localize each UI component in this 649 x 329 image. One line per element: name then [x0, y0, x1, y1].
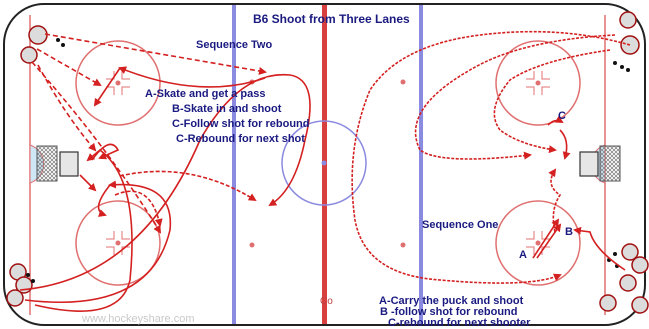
marker-label-c: C	[558, 110, 566, 122]
faceoff-circle-left-top	[75, 40, 161, 126]
sequence-two-step: B-Skate in and shoot	[172, 103, 282, 115]
goal-net-right	[599, 145, 621, 182]
marker-label-b: B	[565, 226, 573, 238]
diagram-title: B6 Shoot from Three Lanes	[253, 12, 410, 26]
sequence-one-paths	[351, 30, 631, 284]
sequence-two-step: A-Skate and get a pass	[145, 88, 265, 100]
blue-line-left	[232, 5, 236, 324]
faceoff-dot	[400, 79, 406, 85]
sequence-one-step: A-Carry the puck and shoot	[379, 295, 524, 307]
faceoff-circle-left-bottom	[75, 200, 161, 286]
sequence-one-heading: Sequence One	[422, 219, 498, 231]
player-pylons	[6, 11, 649, 314]
watermark: www.hockeyshare.com	[81, 313, 195, 325]
faceoff-dot	[400, 242, 406, 248]
blue-line-right	[419, 5, 423, 324]
goal-net-left	[36, 145, 58, 182]
center-label: Co	[320, 296, 333, 307]
faceoff-circle-right-top	[495, 40, 581, 126]
sequence-two-paths	[19, 33, 311, 312]
pucks	[26, 38, 630, 283]
sequence-one-step: B -follow shot for rebound	[380, 306, 517, 318]
sequence-two-step: C-Follow shot for rebound	[172, 118, 309, 130]
sequence-two-step: C-Rebound for next shot	[176, 133, 305, 145]
sequence-two-heading: Sequence Two	[196, 39, 272, 51]
marker-label-a: A	[519, 249, 527, 261]
goal-left	[59, 151, 79, 177]
sequence-one-step: C-rebound for next shooter	[388, 317, 531, 329]
faceoff-dot	[249, 242, 255, 248]
center-dot	[321, 160, 327, 166]
faceoff-circle-right-bottom	[495, 200, 581, 286]
center-circle	[281, 120, 367, 206]
goal-right	[579, 151, 599, 177]
